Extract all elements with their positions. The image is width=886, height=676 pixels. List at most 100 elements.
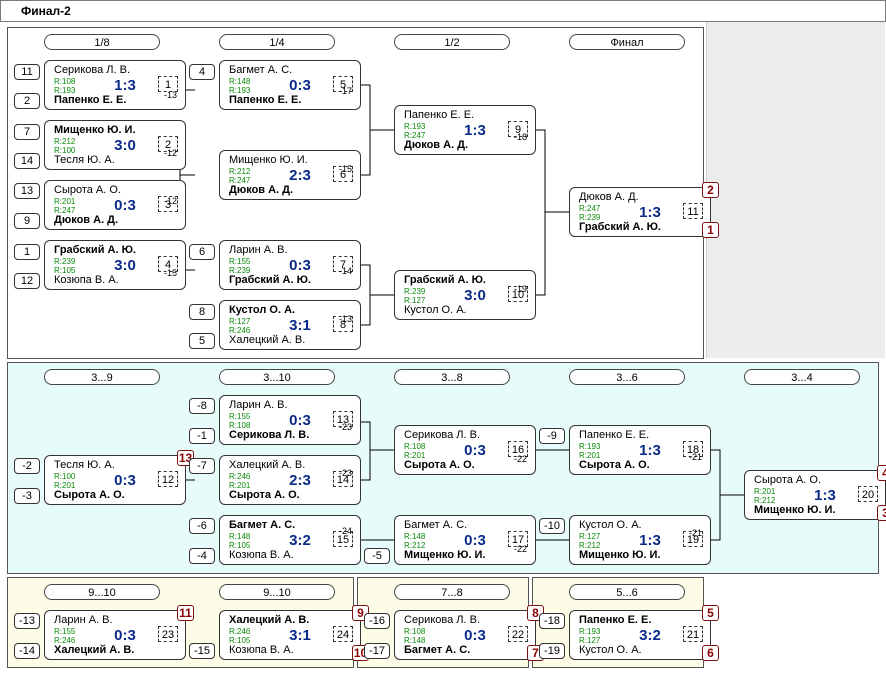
player-2-name: Дюков А. Д. <box>229 184 294 196</box>
match-score: 0:3 <box>289 77 311 94</box>
match-score: 1:3 <box>814 487 836 504</box>
player-1-name: Халецкий А. В. <box>229 459 306 471</box>
seed-box: 11 <box>14 64 40 80</box>
match-score: 3:1 <box>289 627 311 644</box>
round-header-3-9: 3...9 <box>44 369 160 385</box>
player-2-name: Козюпа В. А. <box>54 274 119 286</box>
match-score: 1:3 <box>464 122 486 139</box>
match-number: 3 <box>158 196 178 212</box>
match-number: 19 <box>683 531 703 547</box>
seed-box: 12 <box>14 273 40 289</box>
match-number: 17 <box>508 531 528 547</box>
loser-goes-to-label: -17 <box>339 86 353 96</box>
player-1-rating: R:212 <box>54 137 76 146</box>
seed-box: 1 <box>14 244 40 260</box>
player-2-name: Кустол О. А. <box>404 304 467 316</box>
seed-box: -1 <box>189 428 215 444</box>
match-score: 0:3 <box>114 472 136 489</box>
player-2-name: Грабский А. Ю. <box>579 221 661 233</box>
match-number: 11 <box>683 203 703 219</box>
player-1-rating: R:239 <box>54 257 76 266</box>
player-1-rating: R:201 <box>54 197 76 206</box>
player-1-name: Ларин А. В. <box>54 614 113 626</box>
player-1-name: Мищенко Ю. И. <box>229 154 308 166</box>
player-1-rating: R:127 <box>229 317 251 326</box>
player-2-name: Багмет А. С. <box>404 644 471 656</box>
loser-goes-to-label: -12 <box>164 148 178 158</box>
player-2-rating: R:105 <box>229 636 251 645</box>
player-1-name: Грабский А. Ю. <box>404 274 486 286</box>
player-1-rating: R:127 <box>579 532 601 541</box>
seed-box: 4 <box>189 64 215 80</box>
match-number: 18 <box>683 441 703 457</box>
player-2-rating: R:127 <box>404 296 426 305</box>
seed-box: -7 <box>189 458 215 474</box>
seed-box: -6 <box>189 518 215 534</box>
round-header-7-8: 7...8 <box>394 584 510 600</box>
loser-goes-to-label: -15 <box>339 164 353 174</box>
match-score: 3:2 <box>289 532 311 549</box>
player-1-name: Тесля Ю. А. <box>54 459 115 471</box>
player-1-rating: R:239 <box>404 287 426 296</box>
match-score: 2:3 <box>289 167 311 184</box>
window-title-bar: Финал-2 <box>0 0 886 22</box>
seed-box: -17 <box>364 643 390 659</box>
match-number: 20 <box>858 486 878 502</box>
player-2-name: Папенко Е. Е. <box>54 94 127 106</box>
player-1-name: Серикова Л. В. <box>404 429 480 441</box>
round-header-9-10-b: 9...10 <box>219 584 335 600</box>
match-score: 0:3 <box>114 197 136 214</box>
match-score: 1:3 <box>639 204 661 221</box>
player-1-name: Папенко Е. Е. <box>579 429 650 441</box>
player-1-rating: R:193 <box>579 627 601 636</box>
player-1-name: Мищенко Ю. И. <box>54 124 136 136</box>
player-2-rating: R:193 <box>54 86 76 95</box>
seed-box: 9 <box>14 213 40 229</box>
match-score: 3:0 <box>114 257 136 274</box>
player-1-name: Грабский А. Ю. <box>54 244 136 256</box>
place-badge-bottom: 6 <box>702 645 719 661</box>
match-number: 21 <box>683 626 703 642</box>
player-1-name: Кустол О. А. <box>229 304 296 316</box>
player-2-rating: R:201 <box>54 481 76 490</box>
player-1-name: Дюков А. Д. <box>579 191 639 203</box>
player-2-rating: R:246 <box>54 636 76 645</box>
player-1-name: Серикова Л. В. <box>404 614 480 626</box>
player-2-rating: R:247 <box>229 176 251 185</box>
match-score: 2:3 <box>289 472 311 489</box>
window-title: Финал-2 <box>21 4 71 18</box>
match-number: 13 <box>333 411 353 427</box>
round-header-3-10: 3...10 <box>219 369 335 385</box>
player-2-rating: R:105 <box>54 266 76 275</box>
player-2-name: Мищенко Ю. И. <box>579 549 661 561</box>
match-score: 0:3 <box>289 412 311 429</box>
match-score: 0:3 <box>114 627 136 644</box>
player-2-rating: R:212 <box>579 541 601 550</box>
round-header-final: Финал <box>569 34 685 50</box>
seed-box: -9 <box>539 428 565 444</box>
